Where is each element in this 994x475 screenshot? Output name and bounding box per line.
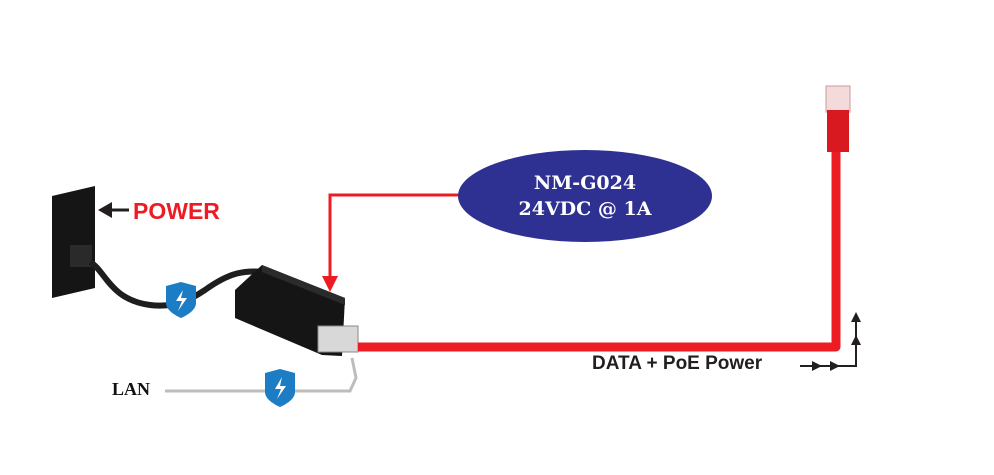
model-name: NM-G024: [533, 172, 637, 194]
lan-cable: [165, 357, 358, 393]
surge-shield-icon: [265, 369, 295, 407]
power-label: POWER: [133, 198, 220, 224]
power-arrow-icon: [98, 202, 129, 218]
poe-injector-icon: [235, 265, 359, 356]
wall-outlet-icon: [52, 186, 95, 298]
power-rating: 24VDC @ 1A: [518, 198, 652, 220]
model-ellipse: [458, 150, 712, 242]
rj45-plug-icon: [825, 85, 851, 152]
poe-cable: [358, 150, 841, 352]
lan-label: LAN: [112, 379, 151, 399]
output-label: DATA + PoE Power: [592, 353, 763, 374]
model-pointer-arrow-icon: [322, 193, 460, 292]
surge-shield-icon: [166, 282, 196, 318]
model-info: NM-G024 24VDC @ 1A: [458, 170, 712, 222]
output-arrow-icon: [800, 312, 861, 371]
